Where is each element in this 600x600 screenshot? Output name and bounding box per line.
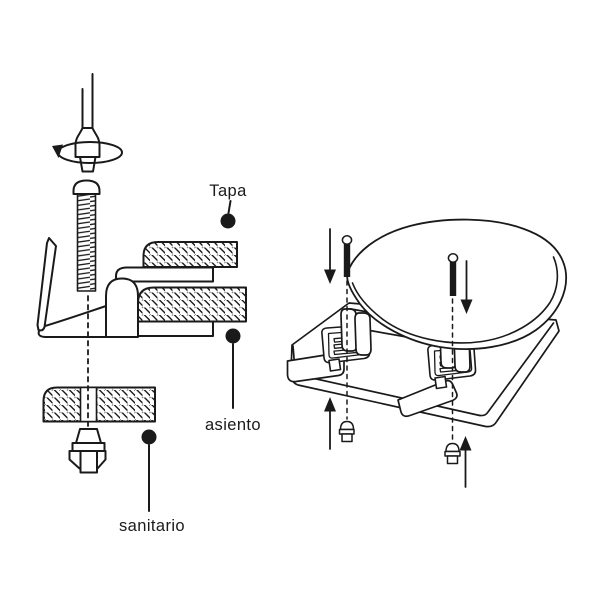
lid-open-arm [36, 237, 57, 332]
fastening-hardware [324, 228, 473, 488]
callout-asiento [225, 328, 241, 409]
hinge-cross-section [36, 237, 247, 338]
label-sanitario: sanitario [119, 517, 185, 535]
sanitario-block [42, 386, 156, 423]
tapa-section [142, 241, 238, 268]
callout-sanitario [141, 429, 157, 512]
wing-nut-icon [68, 428, 107, 474]
plate-tab [434, 375, 448, 390]
hinge-post-left [340, 308, 372, 356]
callout-tapa [220, 200, 236, 229]
screw-left [341, 235, 353, 277]
screw [72, 179, 101, 292]
toilet-seat [346, 218, 568, 350]
up-arrow-right-icon [459, 436, 472, 488]
down-arrow-right-icon [460, 260, 473, 314]
bolt-recess-right [397, 379, 458, 418]
label-asiento: asiento [205, 416, 261, 434]
seat-profile [37, 303, 113, 338]
rotation-arrow-icon [52, 141, 123, 164]
label-tapa: Tapa [209, 182, 247, 200]
plate-tab [328, 358, 342, 372]
down-arrow-left-icon [324, 228, 336, 284]
up-arrow-left-icon [324, 397, 336, 450]
screw-right [447, 253, 459, 296]
nut-left-icon [338, 420, 355, 443]
nut-right-icon [444, 442, 461, 465]
hinge-bottom-arm [131, 320, 214, 337]
screwdriver-icon [52, 73, 123, 173]
asiento-section [137, 286, 247, 323]
hinge-post-cover [105, 277, 139, 338]
